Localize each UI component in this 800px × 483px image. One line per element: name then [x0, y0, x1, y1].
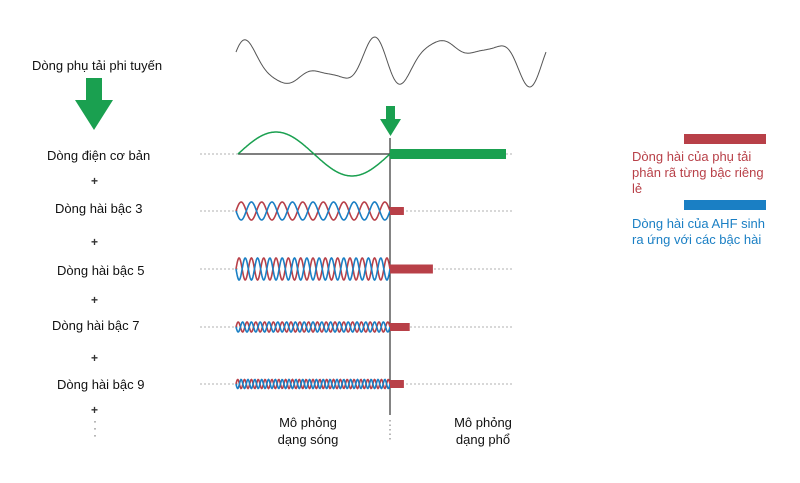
- h5-bar: [390, 264, 433, 274]
- continuation-dots: · · ·: [93, 414, 97, 442]
- fundamental-waveform: [237, 131, 391, 177]
- h9-bar: [390, 380, 404, 388]
- h3-bar: [390, 207, 404, 215]
- legend-ahf-swatch: [684, 200, 766, 210]
- waveform-sim-label: Mô phỏng dạng sóng: [268, 414, 348, 448]
- h7-ahf-wave: [235, 321, 391, 333]
- harmonic-waveforms: [235, 201, 391, 390]
- h7-bar: [390, 323, 410, 331]
- h5-label: Dòng hài bậc 5: [57, 263, 145, 278]
- legend-ahf-text: Dòng hài của AHF sinh ra ứng với các bậc…: [632, 216, 765, 247]
- legend-load-swatch: [684, 134, 766, 144]
- legend-load-text: Dòng hài của phụ tải phân rã từng bậc ri…: [632, 149, 764, 196]
- plus-sign: +: [91, 174, 99, 188]
- h3-load-wave: [235, 201, 391, 221]
- plus-sign: +: [91, 351, 99, 365]
- h3-ahf-wave: [235, 201, 391, 221]
- plus-sign: +: [91, 293, 99, 307]
- spectrum-sim-label: Mô phỏng dạng phổ: [443, 414, 523, 448]
- waveform-sim-line2: dạng sóng: [277, 432, 339, 447]
- h9-label: Dòng hài bậc 9: [57, 377, 145, 392]
- h5-load-wave: [235, 257, 391, 281]
- fundamental-bar: [390, 149, 506, 159]
- plus-sign: +: [91, 403, 99, 417]
- nonlinear-load-waveform: [235, 36, 547, 88]
- nonlinear-load-label: Dòng phụ tải phi tuyến: [32, 58, 163, 73]
- waveform-sim-line1: Mô phỏng: [279, 415, 337, 430]
- spectrum-sim-line1: Mô phỏng: [454, 415, 512, 430]
- h9-load-wave: [235, 378, 391, 390]
- guide-lines: [200, 153, 512, 385]
- spectrum-bars: [390, 149, 506, 388]
- h3-label: Dòng hài bậc 3: [55, 201, 143, 216]
- h5-ahf-wave: [235, 257, 391, 281]
- h9-ahf-wave: [235, 378, 391, 390]
- h7-load-wave: [235, 321, 391, 333]
- fundamental-label: Dòng điện cơ bản: [47, 148, 151, 163]
- plus-sign: +: [91, 235, 99, 249]
- spectrum-sim-line2: dạng phổ: [455, 432, 511, 447]
- h7-label: Dòng hài bậc 7: [52, 318, 140, 333]
- small-down-arrow-icon: [380, 106, 401, 136]
- down-arrow-icon: [75, 78, 113, 130]
